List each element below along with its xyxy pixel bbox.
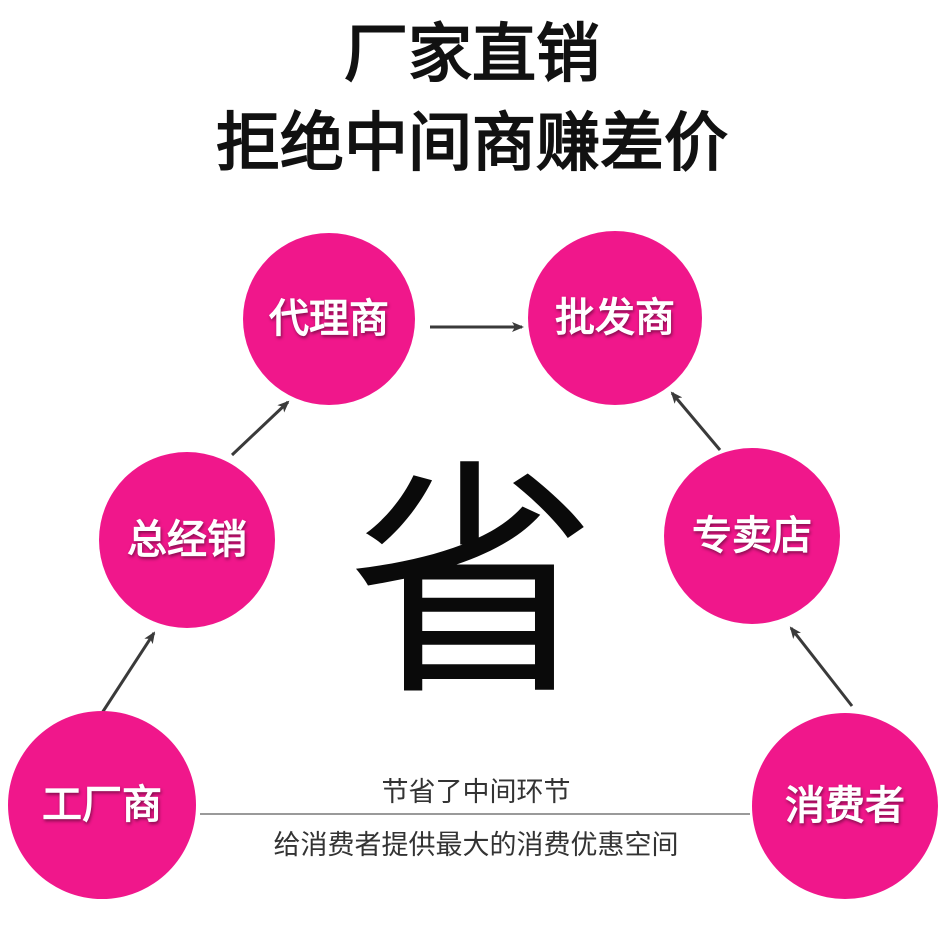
arrow-store-to-wholesale — [670, 391, 722, 451]
node-general-distributor-label: 总经销 — [127, 517, 247, 563]
node-agent-label: 代理商 — [269, 296, 389, 342]
node-wholesale: 批发商 — [528, 231, 702, 405]
node-factory: 工厂商 — [8, 711, 196, 899]
node-specialty-store: 专卖店 — [664, 448, 840, 624]
node-consumer-label: 消费者 — [785, 783, 905, 829]
caption-top: 节省了中间环节 — [381, 777, 571, 808]
page-title: 厂家直销 — [344, 18, 600, 92]
node-consumer: 消费者 — [752, 713, 938, 899]
node-factory-label: 工厂商 — [42, 782, 162, 828]
divider-line — [200, 813, 750, 815]
caption-bottom: 给消费者提供最大的消费优惠空间 — [273, 830, 679, 861]
center-save-character: 省 — [347, 439, 597, 730]
arrow-general-to-agent — [230, 400, 290, 457]
node-general-distributor: 总经销 — [99, 452, 275, 628]
node-agent: 代理商 — [243, 233, 415, 405]
node-specialty-store-label: 专卖店 — [692, 513, 812, 559]
node-wholesale-label: 批发商 — [555, 295, 675, 341]
arrow-consumer-to-store — [789, 626, 854, 707]
arrow-factory-to-general — [100, 631, 156, 714]
page-subtitle: 拒绝中间商赚差价 — [216, 107, 728, 181]
